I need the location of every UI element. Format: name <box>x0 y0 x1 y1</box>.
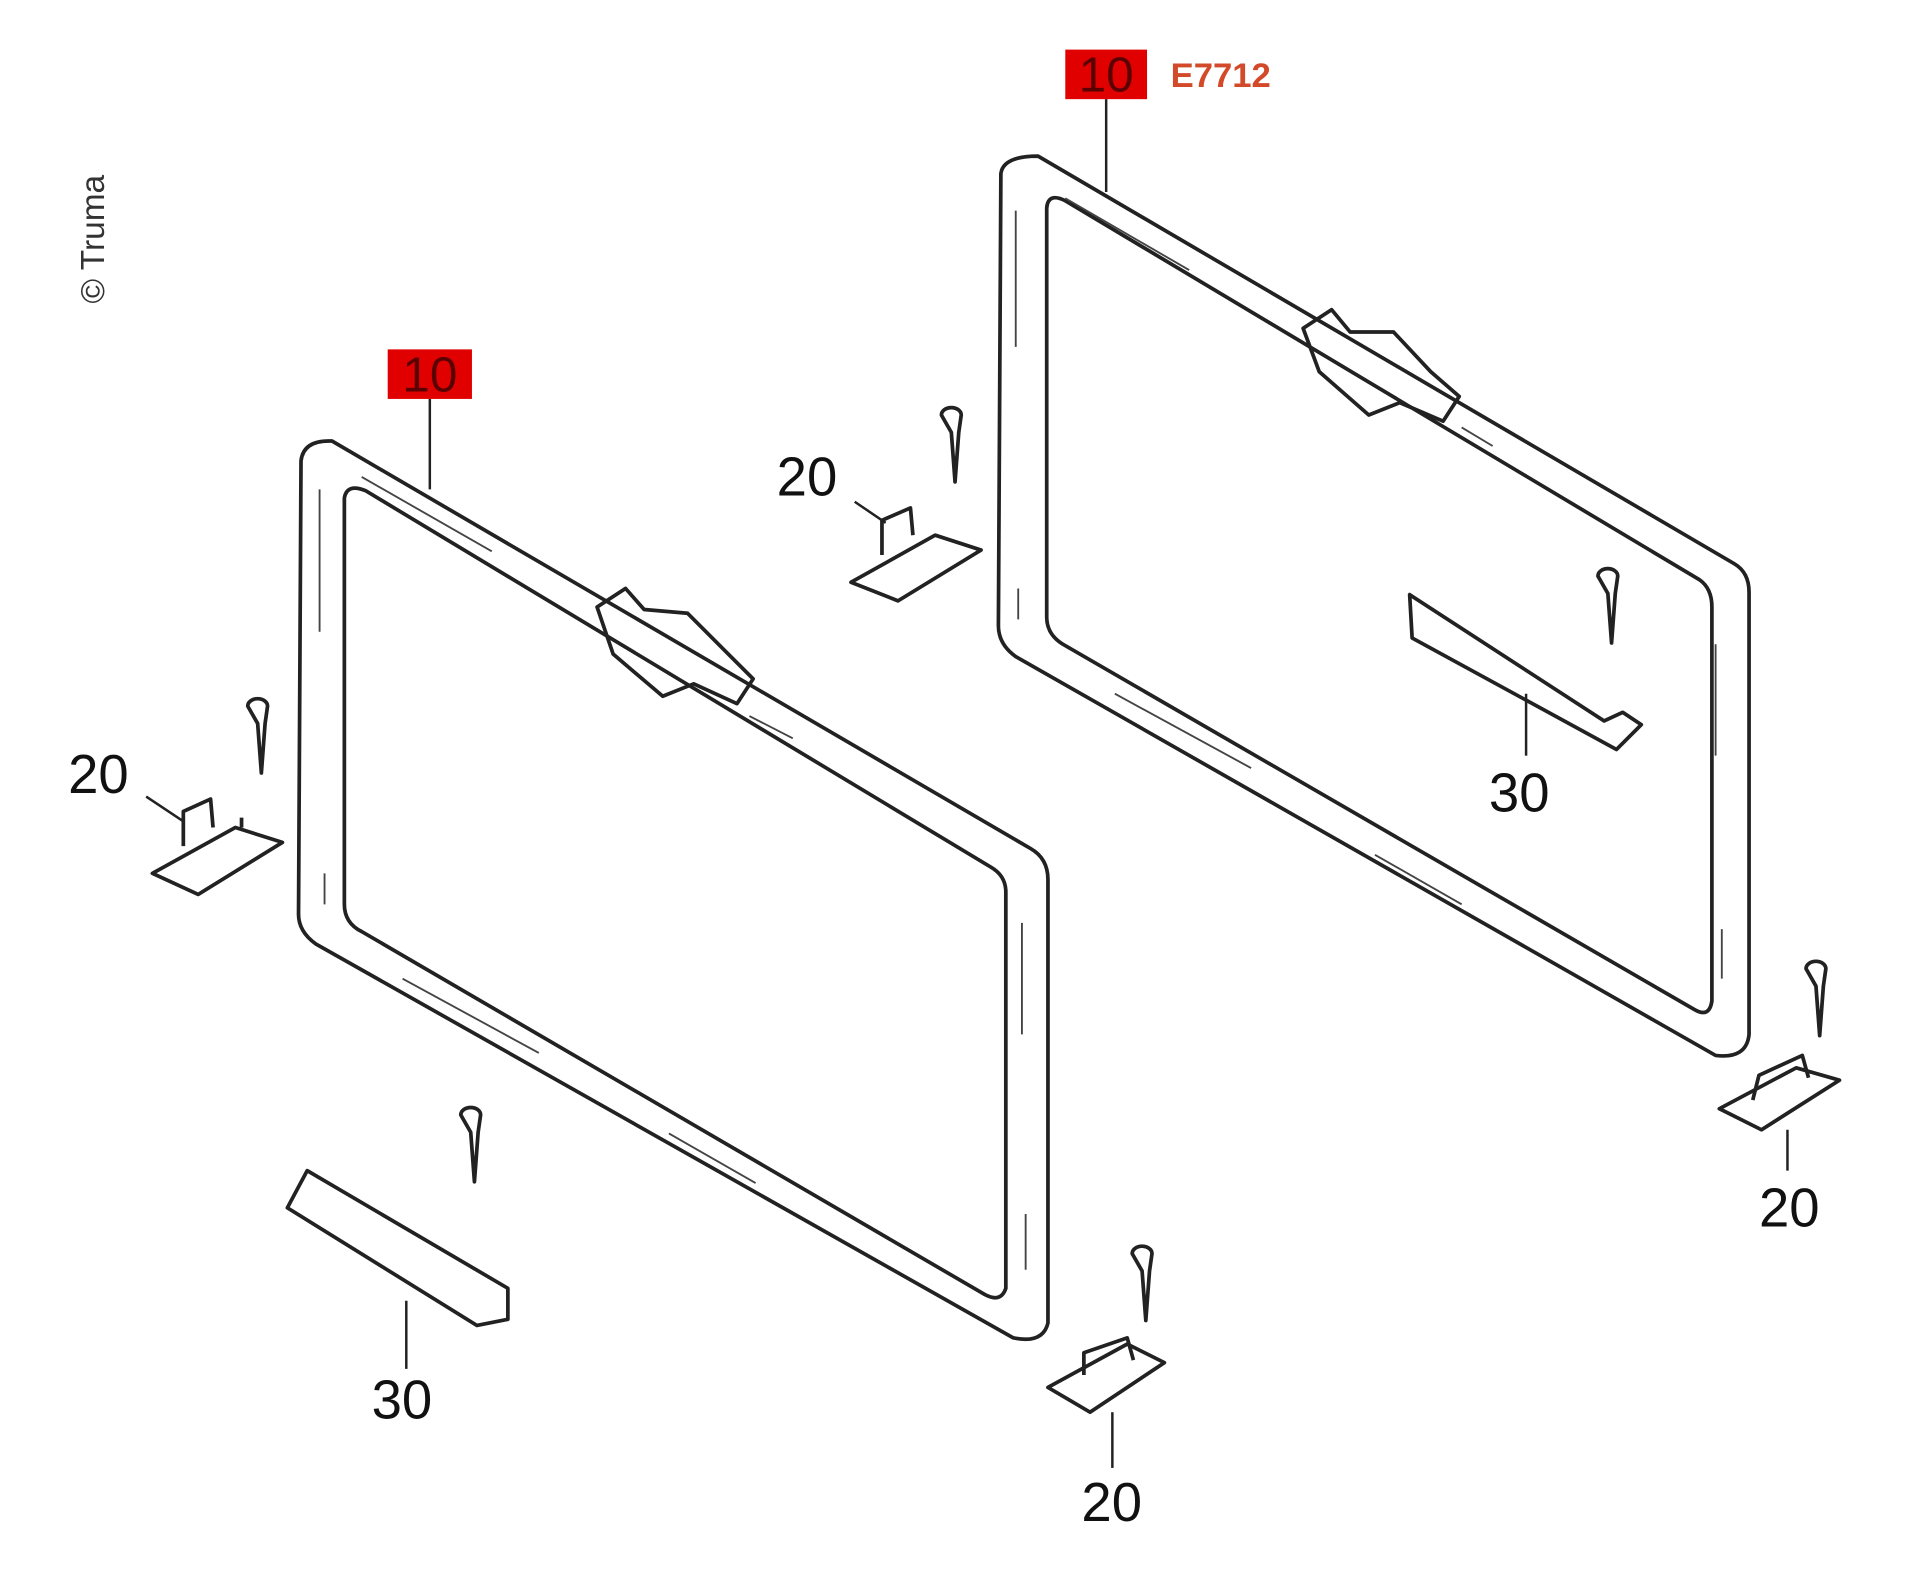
callout-rail-left: 30 <box>372 1369 433 1430</box>
callout-rail-right: 30 <box>1489 762 1550 823</box>
bracket-bottom <box>1046 1244 1167 1415</box>
callout-bracket-right: 20 <box>1759 1177 1820 1238</box>
callout-frame-right: 10 <box>1065 48 1148 103</box>
bracket-center <box>849 405 983 603</box>
bracket-right <box>1717 959 1842 1132</box>
callout-bracket-left: 20 <box>68 744 129 805</box>
rail-left <box>285 1105 510 1328</box>
callout-bracket-bottom: 20 <box>1081 1472 1142 1533</box>
callout-bracket-center: 20 <box>777 447 838 508</box>
drawing-code: E7712 <box>1171 57 1271 95</box>
copyright-text: © Truma <box>75 174 112 303</box>
svg-text:10: 10 <box>1079 48 1134 103</box>
svg-text:10: 10 <box>402 347 457 402</box>
frame-left <box>296 439 1050 1342</box>
frame-right <box>996 154 1751 1058</box>
bracket-left <box>150 696 285 897</box>
callout-frame-left: 10 <box>387 347 472 402</box>
rail-right <box>1407 566 1644 752</box>
